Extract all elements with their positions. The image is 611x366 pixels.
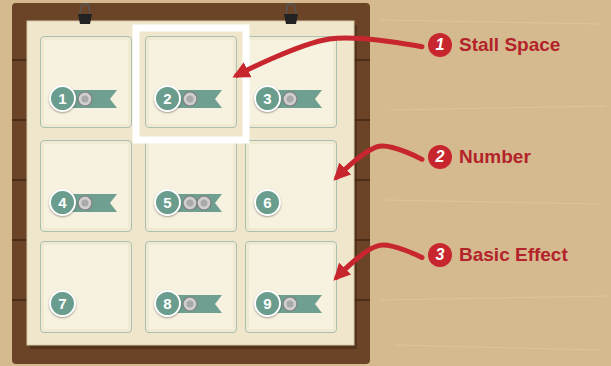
coin-icon: [78, 196, 92, 210]
cardboard-texture: [380, 20, 608, 350]
callout-marker: 2Number: [428, 145, 452, 169]
callout-number: 3: [436, 246, 445, 264]
stall-number: 1: [58, 90, 66, 107]
stall-number: 2: [163, 90, 171, 107]
callout-arrow: [337, 146, 422, 177]
stall-space: 8: [145, 241, 237, 333]
callout-arrow: [237, 38, 422, 75]
callout-label: Basic Effect: [459, 244, 568, 266]
callout-number: 2: [436, 148, 445, 166]
effect-banner: [246, 242, 338, 334]
paper-shadow: [30, 25, 357, 349]
coin-icon: [283, 297, 297, 311]
coin-icon: [183, 297, 197, 311]
coin-icon: [283, 92, 297, 106]
stall-number: 3: [263, 90, 271, 107]
number-badge: 8: [154, 290, 181, 317]
stall-space: 1: [40, 36, 132, 128]
stall-space: 6: [245, 140, 337, 232]
stall-number: 5: [163, 194, 171, 211]
stall-space: 2: [145, 36, 237, 128]
coin-center: [82, 200, 89, 207]
number-badge: 3: [254, 85, 281, 112]
stall-number: 4: [58, 194, 66, 211]
stall-number: 6: [263, 194, 271, 211]
callout-marker: 1Stall Space: [428, 33, 452, 57]
coin-center: [201, 200, 208, 207]
callout-number: 1: [436, 36, 445, 54]
stall-space: 7: [40, 241, 132, 333]
coin-icon: [183, 92, 197, 106]
coin-center: [287, 96, 294, 103]
binder-clip: [284, 4, 298, 24]
stall-number: 7: [58, 295, 66, 312]
coin-center: [187, 200, 194, 207]
number-badge: 5: [154, 189, 181, 216]
effect-banner: [146, 242, 238, 334]
effect-banner: [146, 37, 238, 129]
stall-space: 5: [145, 140, 237, 232]
effect-banner: [41, 141, 133, 233]
highlight-frame: [136, 28, 246, 140]
coin-center: [187, 301, 194, 308]
callout-label: Stall Space: [459, 34, 560, 56]
binder-clip: [78, 4, 92, 24]
coin-center: [287, 301, 294, 308]
stall-space: 9: [245, 241, 337, 333]
coin-center: [82, 96, 89, 103]
coin-icon: [183, 196, 197, 210]
number-badge: 4: [49, 189, 76, 216]
coin-icon: [78, 92, 92, 106]
number-badge: 7: [49, 290, 76, 317]
number-badge: 6: [254, 189, 281, 216]
callout-marker: 3Basic Effect: [428, 243, 452, 267]
stall-space: 4: [40, 140, 132, 232]
number-badge: 2: [154, 85, 181, 112]
callout-arrow: [337, 245, 422, 277]
stall-number: 8: [163, 295, 171, 312]
wooden-board: [12, 3, 370, 364]
effect-banner: [246, 37, 338, 129]
coin-center: [187, 96, 194, 103]
effect-banner: [146, 141, 238, 233]
callout-label: Number: [459, 146, 531, 168]
effect-banner: [41, 37, 133, 129]
paper-sheet: [27, 21, 354, 345]
stall-number: 9: [263, 295, 271, 312]
number-badge: 1: [49, 85, 76, 112]
coin-icon: [197, 196, 211, 210]
number-badge: 9: [254, 290, 281, 317]
stall-space: 3: [245, 36, 337, 128]
